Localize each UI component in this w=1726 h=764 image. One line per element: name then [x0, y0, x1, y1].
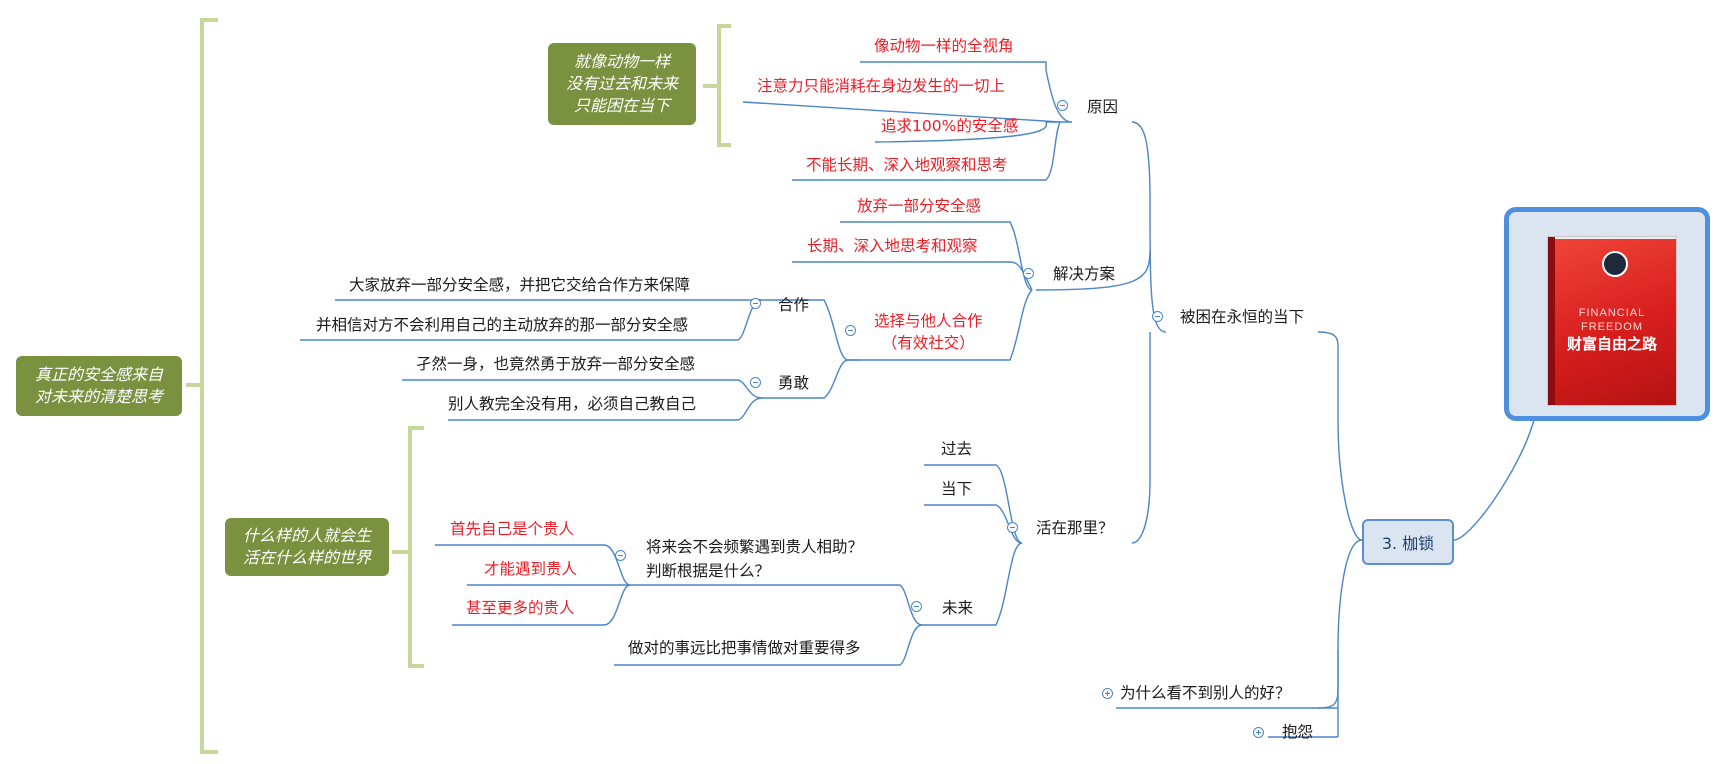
reason-summary-note[interactable]: 就像动物一样 没有过去和未来 只能困在当下	[548, 43, 696, 125]
collapse-icon[interactable]	[911, 601, 922, 612]
author-avatar-icon	[1602, 251, 1628, 277]
collapse-icon[interactable]	[750, 298, 761, 309]
expand-icon[interactable]	[1102, 688, 1113, 699]
future-right-item[interactable]: 做对的事远比把事情做对重要得多	[628, 639, 861, 657]
branch-curves	[300, 61, 1535, 738]
collapse-icon[interactable]	[1057, 100, 1068, 111]
central-topic-label: 3. 枷锁	[1381, 534, 1435, 553]
topic-why-not-see[interactable]: 为什么看不到别人的好？	[1120, 684, 1291, 702]
topic-solution[interactable]: 解决方案	[1053, 265, 1116, 283]
solution-item[interactable]: 长期、深入地思考和观察	[807, 237, 978, 255]
topic-past[interactable]: 过去	[941, 440, 973, 458]
book-cover-image: FINANCIAL FREEDOM 财富自由之路	[1547, 236, 1677, 406]
reason-item[interactable]: 像动物一样的全视角	[874, 37, 1014, 55]
topic-present[interactable]: 当下	[941, 480, 973, 498]
book-title-en-2: FREEDOM	[1581, 321, 1643, 333]
collapse-icon[interactable]	[1007, 522, 1018, 533]
reason-item[interactable]: 不能长期、深入地观察和思考	[806, 156, 1008, 174]
collapse-icon[interactable]	[615, 550, 626, 561]
cooperate-item[interactable]: 并相信对方不会利用自己的主动放弃的那一部分安全感	[316, 316, 689, 334]
topic-cooperate[interactable]: 合作	[778, 296, 810, 314]
topic-live-where[interactable]: 活在那里？	[1036, 519, 1114, 537]
future-question-item[interactable]: 首先自己是个贵人	[450, 520, 575, 538]
book-spine	[1548, 237, 1555, 405]
reason-item[interactable]: 追求100%的安全感	[881, 117, 1019, 135]
solution-cooperate-main[interactable]: 选择与他人合作 （有效社交）	[874, 312, 983, 352]
collapse-icon[interactable]	[1152, 311, 1163, 322]
future-summary-note[interactable]: 什么样的人就会生 活在什么样的世界	[225, 518, 389, 576]
book-image-card: FINANCIAL FREEDOM 财富自由之路	[1504, 207, 1710, 421]
future-question[interactable]: 将来会不会频繁遇到贵人相助？ 判断根据是什么？	[646, 538, 864, 580]
collapse-icon[interactable]	[1023, 268, 1034, 279]
reason-item[interactable]: 注意力只能消耗在身边发生的一切上	[757, 77, 1006, 95]
future-question-item[interactable]: 甚至更多的贵人	[466, 599, 575, 617]
brave-item[interactable]: 孑然一身，也竟然勇于放弃一部分安全感	[416, 355, 696, 373]
central-topic[interactable]: 3. 枷锁	[1362, 519, 1454, 565]
topic-brave[interactable]: 勇敢	[778, 374, 810, 392]
topic-complain[interactable]: 抱怨	[1282, 723, 1314, 741]
topic-reason[interactable]: 原因	[1087, 98, 1119, 116]
book-title-en-1: FINANCIAL	[1578, 307, 1646, 319]
summary-brackets	[186, 18, 731, 754]
future-question-item[interactable]: 才能遇到贵人	[484, 560, 578, 578]
brave-item[interactable]: 别人教完全没有用，必须自己教自己	[448, 395, 697, 413]
solution-item[interactable]: 放弃一部分安全感	[857, 197, 982, 215]
collapse-icon[interactable]	[750, 377, 761, 388]
expand-icon[interactable]	[1253, 727, 1264, 738]
topic-future[interactable]: 未来	[942, 599, 974, 617]
book-title-cn: 财富自由之路	[1566, 335, 1657, 353]
cooperate-item[interactable]: 大家放弃一部分安全感，并把它交给合作方来保障	[349, 276, 691, 294]
collapse-icon[interactable]	[845, 325, 856, 336]
safety-summary-note[interactable]: 真正的安全感来自 对未来的清楚思考	[16, 356, 182, 416]
topic-trapped[interactable]: 被困在永恒的当下	[1180, 308, 1305, 326]
